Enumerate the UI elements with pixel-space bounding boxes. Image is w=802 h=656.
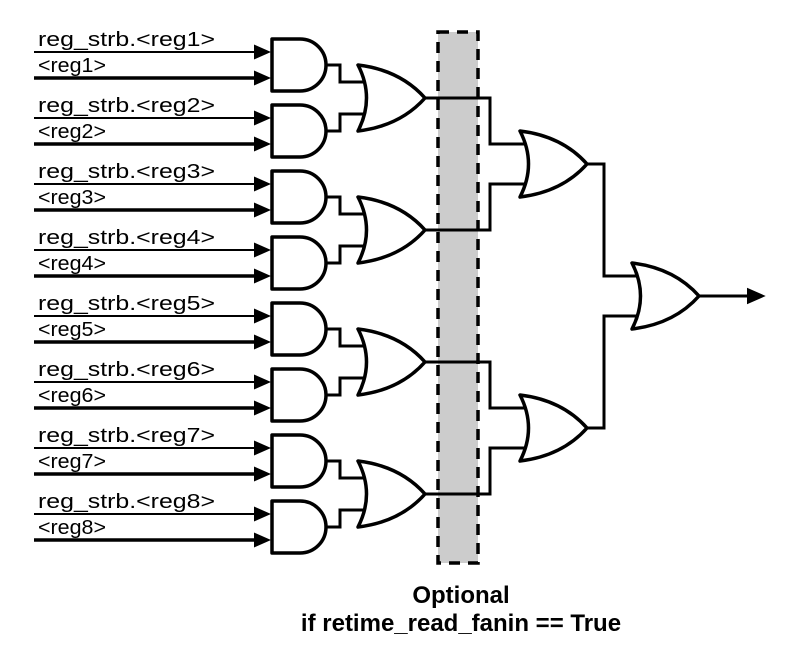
reg-label: <reg4> <box>38 253 106 275</box>
input-arrowhead-icon <box>254 400 271 416</box>
wire-or3-s2lower <box>425 360 531 410</box>
stage2-to-final-wires <box>587 162 643 430</box>
and-gate-5 <box>270 301 328 357</box>
and-gate-1 <box>270 37 328 93</box>
reg-label: <reg5> <box>38 319 106 341</box>
reg-label: <reg7> <box>38 451 106 473</box>
wire-and2-or1 <box>326 112 372 133</box>
input-arrowhead-icon <box>254 532 271 548</box>
wire-s2lower-final <box>587 314 643 430</box>
reg-label: <reg8> <box>38 517 106 539</box>
input-arrowhead-icon <box>254 70 271 86</box>
strobe-label: reg_strb.<reg3> <box>38 161 215 183</box>
wire-s2upper-final <box>587 162 643 278</box>
optional-retime-region-box <box>436 30 480 565</box>
wire-or1-s2upper <box>425 96 531 146</box>
wire-and4-or2 <box>326 244 372 265</box>
or-gate-stage1-2 <box>356 195 427 265</box>
and-gate-2 <box>270 103 328 159</box>
or-gate-stage1-3 <box>356 327 427 397</box>
output-arrowhead-icon <box>747 287 766 305</box>
input-pair-reg1: reg_strb.<reg1> <reg1> <box>34 29 271 86</box>
strobe-label: reg_strb.<reg6> <box>38 359 215 381</box>
and-gate-3 <box>270 169 328 225</box>
strobe-label: reg_strb.<reg1> <box>38 29 215 51</box>
input-arrowhead-icon <box>254 242 271 258</box>
annotation-line2: if retime_read_fanin == True <box>301 610 621 637</box>
or-gate-stage2-lower <box>518 393 589 463</box>
stage1-to-stage2-wires <box>425 96 531 496</box>
input-pair-reg5: reg_strb.<reg5> <reg5> <box>34 293 271 350</box>
input-arrowhead-icon <box>254 136 271 152</box>
input-arrowhead-icon <box>254 440 271 456</box>
input-arrowhead-icon <box>254 374 271 390</box>
input-arrowhead-icon <box>254 308 271 324</box>
or-gate-stage2-upper <box>518 129 589 199</box>
input-arrowhead-icon <box>254 334 271 350</box>
reg-label: <reg1> <box>38 55 106 77</box>
input-pair-reg6: reg_strb.<reg6> <reg6> <box>34 359 271 416</box>
or-gate-final <box>630 261 701 331</box>
input-pair-reg3: reg_strb.<reg3> <reg3> <box>34 161 271 218</box>
or-gate-stage1-4 <box>356 459 427 529</box>
reg-label: <reg3> <box>38 187 106 209</box>
input-pair-reg7: reg_strb.<reg7> <reg7> <box>34 425 271 482</box>
strobe-label: reg_strb.<reg2> <box>38 95 215 117</box>
and-gate-6 <box>270 367 328 423</box>
input-arrowhead-icon <box>254 506 271 522</box>
reg-label: <reg2> <box>38 121 106 143</box>
wire-and7-or4 <box>326 459 372 480</box>
input-arrowhead-icon <box>254 176 271 192</box>
wire-and8-or4 <box>326 508 372 529</box>
strobe-label: reg_strb.<reg5> <box>38 293 215 315</box>
annotation-line1: Optional <box>412 582 509 609</box>
input-pair-reg8: reg_strb.<reg8> <reg8> <box>34 491 271 548</box>
wire-and3-or2 <box>326 195 372 216</box>
stage1-or-gates <box>356 63 427 529</box>
wire-and1-or1 <box>326 63 372 84</box>
strobe-label: reg_strb.<reg7> <box>38 425 215 447</box>
and-gate-7 <box>270 433 328 489</box>
and-gate-4 <box>270 235 328 291</box>
wire-or4-s2lower <box>425 446 531 496</box>
input-arrowhead-icon <box>254 466 271 482</box>
and-gates <box>270 37 328 555</box>
wire-and5-or3 <box>326 327 372 348</box>
input-arrowhead-icon <box>254 202 271 218</box>
wire-and6-or3 <box>326 376 372 397</box>
input-arrowhead-icon <box>254 110 271 126</box>
reg-label: <reg6> <box>38 385 106 407</box>
output-arrow <box>699 287 766 305</box>
wire-or2-s2upper <box>425 182 531 232</box>
strobe-label: reg_strb.<reg4> <box>38 227 215 249</box>
input-arrowhead-icon <box>254 268 271 284</box>
input-arrowhead-icon <box>254 44 271 60</box>
or-gate-stage1-1 <box>356 63 427 133</box>
and-gate-8 <box>270 499 328 555</box>
input-pair-reg4: reg_strb.<reg4> <reg4> <box>34 227 271 284</box>
stage2-or-gates <box>518 129 589 463</box>
and-to-or-wires <box>326 63 372 529</box>
input-pair-reg2: reg_strb.<reg2> <reg2> <box>34 95 271 152</box>
strobe-label: reg_strb.<reg8> <box>38 491 215 513</box>
